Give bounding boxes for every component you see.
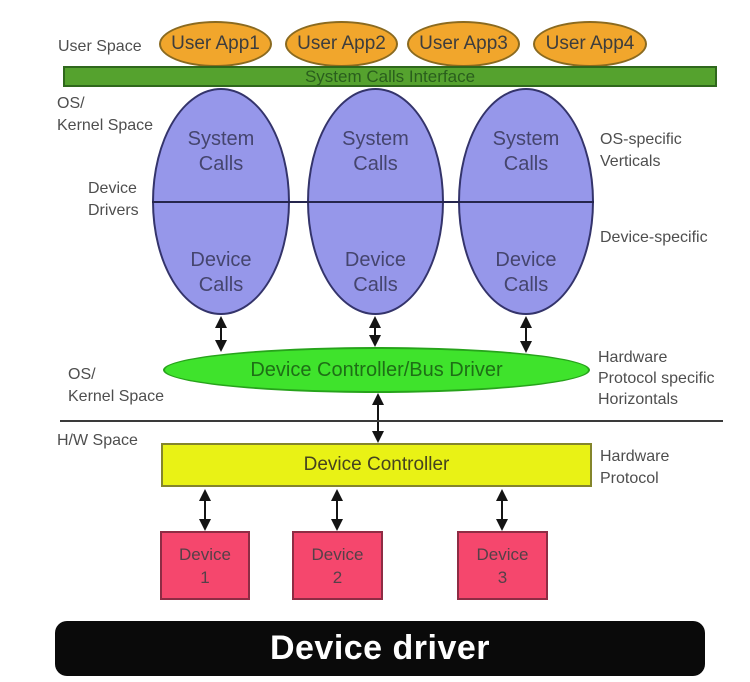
device-calls-label: Device Calls [190, 249, 252, 296]
user-app-2-ellipse: User App2 [285, 21, 398, 67]
system-device-split-line [152, 201, 594, 203]
system-calls-label: System Calls [492, 128, 560, 175]
device-2-label: Device 2 [311, 544, 364, 587]
user-app-2-label: User App2 [297, 33, 386, 54]
double-arrow-icon [330, 489, 344, 531]
device-calls-label: Device Calls [344, 249, 407, 296]
device-box-2: Device 2 [292, 531, 383, 600]
device-1-label: Device 1 [179, 544, 231, 587]
device-calls-label: Device Calls [495, 249, 557, 296]
user-space-label: User Space [58, 38, 142, 55]
system-calls-label: System Calls [342, 128, 409, 175]
user-app-1-label: User App1 [171, 33, 260, 54]
user-app-3-label: User App3 [419, 33, 508, 54]
system-calls-label: System Calls [187, 128, 255, 175]
device-3-label: Device 3 [476, 544, 529, 587]
hardware-protocol-specific-label: Hardware Protocol specific Horizontals [598, 349, 715, 408]
os-kernel-space-top-label: OS/ Kernel Space [57, 95, 154, 134]
device-specific-label: Device-specific [600, 229, 708, 246]
user-app-4-label: User App4 [545, 33, 635, 54]
double-arrow-icon [198, 489, 212, 531]
user-app-4-ellipse: User App4 [533, 21, 647, 67]
double-arrow-icon [371, 393, 385, 443]
device-box-3: Device 3 [457, 531, 548, 600]
device-controller-label: Device Controller [303, 454, 450, 475]
double-arrow-icon [519, 316, 533, 353]
hardware-protocol-label: Hardware Protocol [600, 448, 670, 487]
double-arrow-icon [495, 489, 509, 531]
hw-space-label: H/W Space [57, 432, 138, 449]
double-arrow-icon [368, 316, 382, 347]
os-specific-verticals-label: OS-specific Verticals [600, 131, 682, 170]
user-app-1-ellipse: User App1 [159, 21, 272, 67]
os-kernel-space-mid-label: OS/ Kernel Space [68, 366, 165, 405]
double-arrow-icon [214, 316, 228, 352]
device-controller-box: Device Controller [161, 443, 592, 487]
bus-driver-label: Device Controller/Bus Driver [250, 358, 503, 381]
page-title: Device driver [269, 629, 491, 667]
hw-boundary-line [60, 420, 723, 422]
bus-driver-ellipse: Device Controller/Bus Driver [163, 347, 590, 393]
device-drivers-label: Device Drivers [88, 180, 139, 219]
system-calls-interface-label: System Calls Interface [304, 66, 476, 86]
user-app-3-ellipse: User App3 [407, 21, 520, 67]
device-box-1: Device 1 [160, 531, 250, 600]
system-calls-interface-bar: System Calls Interface [63, 66, 717, 87]
title-bar: Device driver [55, 621, 705, 676]
